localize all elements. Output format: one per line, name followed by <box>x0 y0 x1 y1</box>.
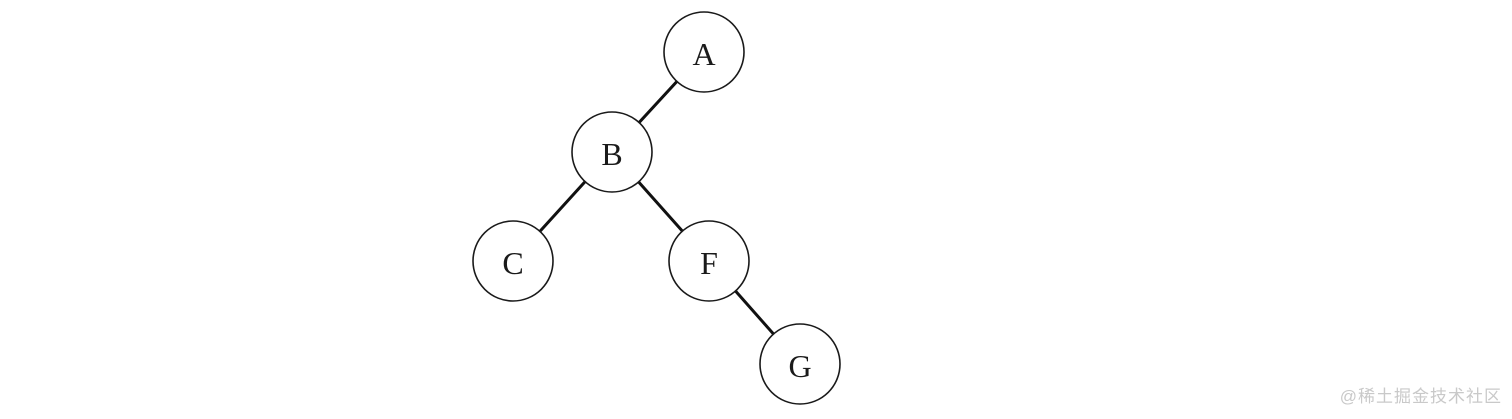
tree-node-circle-A <box>663 11 745 93</box>
tree-node-circle-G <box>759 323 841 405</box>
tree-node-circle-C <box>472 220 554 302</box>
tree-node-label-B: B <box>601 136 622 172</box>
tree-node-B: B <box>571 111 653 193</box>
tree-node-C: C <box>472 220 554 302</box>
tree-node-label-A: A <box>692 36 715 72</box>
watermark-text: @稀土掘金技术社区 <box>1339 387 1502 406</box>
tree-node-label-F: F <box>700 245 718 281</box>
tree-node-circle-F <box>668 220 750 302</box>
tree-node-label-G: G <box>788 348 811 384</box>
tree-node-label-C: C <box>502 245 523 281</box>
tree-node-circle-B <box>571 111 653 193</box>
tree-nodes-layer: A B C F G <box>472 11 841 405</box>
tree-node-A: A <box>663 11 745 93</box>
tree-edges-layer <box>511 50 802 365</box>
tree-node-G: G <box>759 323 841 405</box>
tree-node-F: F <box>668 220 750 302</box>
